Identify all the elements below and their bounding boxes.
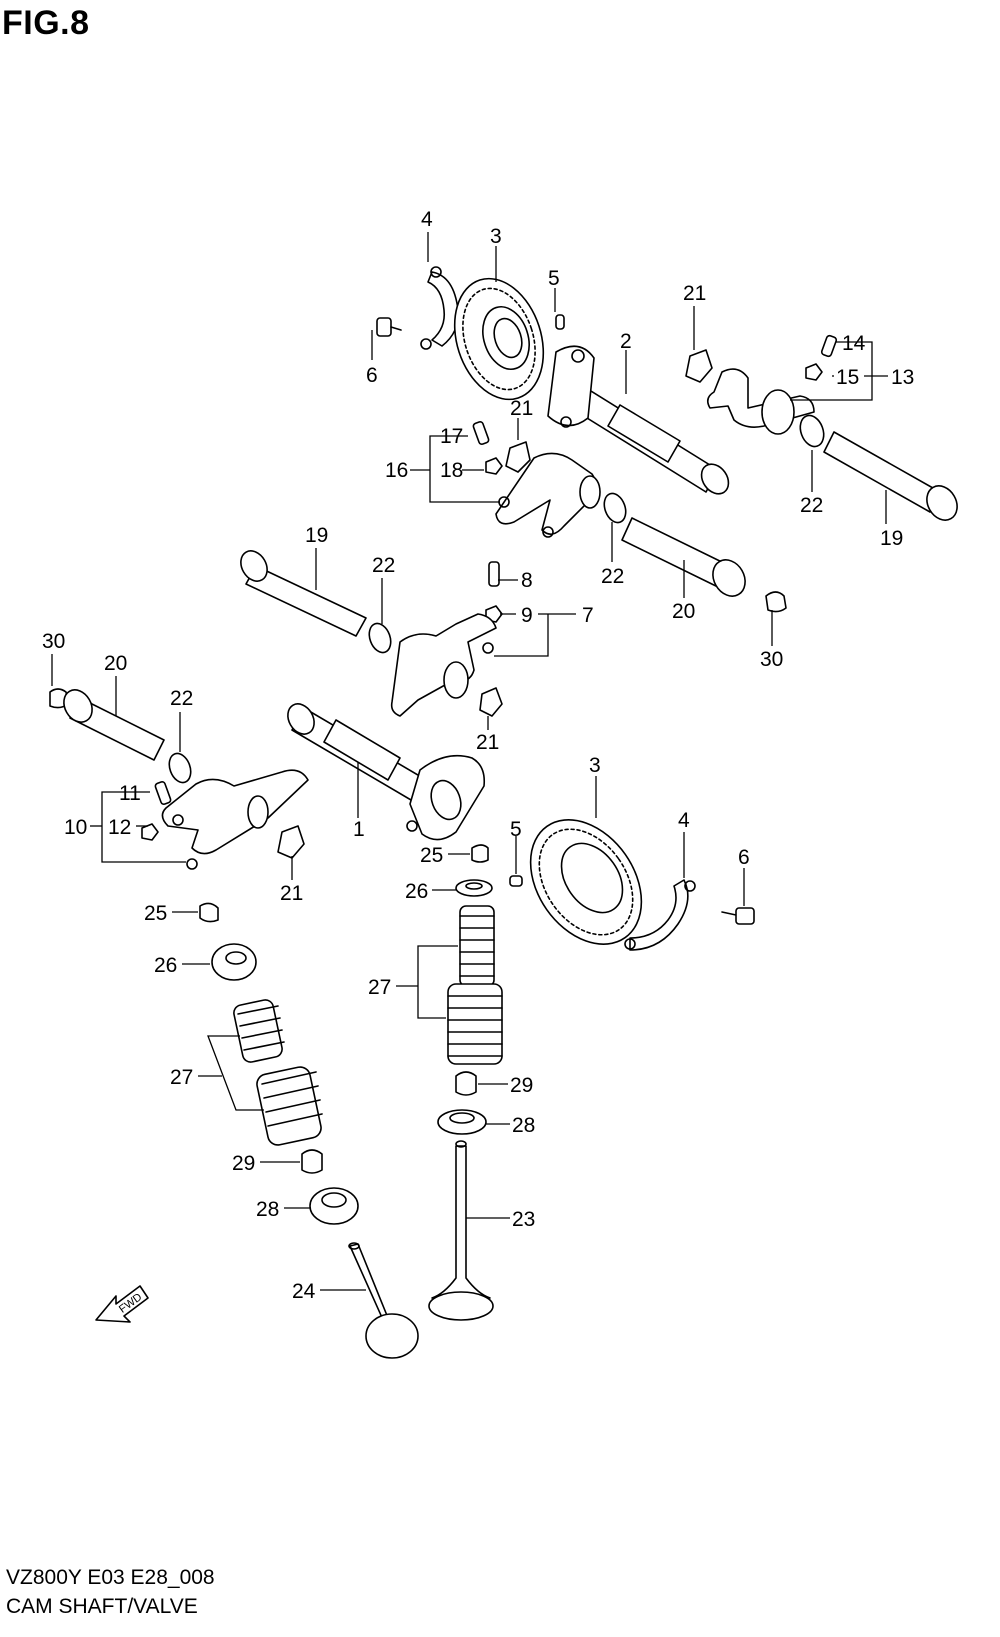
callout-14: 14 [842, 332, 866, 355]
bolt-part-6-lower [721, 907, 755, 925]
cap-part-21-lower [277, 825, 305, 859]
rocker-arm-part-16 [472, 420, 601, 538]
callout-7: 7 [582, 604, 594, 627]
callout-5-upper: 5 [548, 267, 560, 290]
callout-30-left: 30 [42, 630, 65, 653]
callout-9: 9 [521, 604, 533, 627]
callout-22-left: 22 [170, 687, 193, 710]
callout-13: 13 [891, 366, 914, 389]
camshaft-part-2 [547, 345, 730, 495]
callout-8: 8 [521, 569, 533, 592]
callout-29-left: 29 [232, 1152, 255, 1175]
callout-10: 10 [64, 816, 87, 839]
callout-19-upper-right: 19 [880, 527, 903, 550]
valve-springs-part-27-right [447, 905, 503, 1065]
callout-22-mid: 22 [372, 554, 395, 577]
callout-27-left: 27 [170, 1066, 193, 1089]
spring-seat-part-28-left [309, 1187, 359, 1225]
callout-3-lower: 3 [589, 754, 601, 777]
callout-28-left: 28 [256, 1198, 279, 1221]
washer-part-22-upper-right [799, 414, 825, 448]
callout-19-left: 19 [305, 524, 328, 547]
callout-27-right: 27 [368, 976, 391, 999]
callout-30-right: 30 [760, 648, 783, 671]
footer-model-code: VZ800Y E03 E28_008 [6, 1566, 215, 1589]
spring-retainer-part-26-right [455, 879, 493, 897]
retainer-part-4-upper [420, 266, 459, 350]
cap-part-21-mid [479, 687, 503, 717]
forward-direction-arrow: FWD [95, 1285, 149, 1323]
callout-26-left: 26 [154, 954, 177, 977]
callout-21-upper-right: 21 [683, 282, 706, 305]
spring-seat-part-28-right [437, 1109, 487, 1135]
spring-retainer-part-26-left [211, 943, 257, 981]
callout-21-mid: 21 [476, 731, 499, 754]
callout-22-upper-right: 22 [800, 494, 823, 517]
exhaust-valve-part-23 [428, 1140, 494, 1321]
callout-20-left: 20 [104, 652, 127, 675]
washer-part-22-left [168, 752, 192, 784]
plug-part-30-right [765, 591, 787, 613]
callout-28-right: 28 [512, 1114, 535, 1137]
cap-part-21-upper-right [685, 349, 713, 383]
cap-part-21-upper-mid [505, 441, 531, 473]
callout-29-right: 29 [510, 1074, 533, 1097]
callout-2: 2 [620, 330, 632, 353]
rocker-shaft-part-20-left [63, 689, 165, 761]
callout-24: 24 [292, 1280, 316, 1303]
rocker-shaft-part-19-upper-right [823, 431, 958, 521]
callout-18: 18 [440, 459, 463, 482]
callout-23: 23 [512, 1208, 535, 1231]
callout-26-right: 26 [405, 880, 428, 903]
footer-figure-name: CAM SHAFT/VALVE [6, 1595, 198, 1618]
washer-part-22-mid [368, 622, 392, 654]
callout-21-lower: 21 [280, 882, 303, 905]
callout-labels: 4 3 5 21 14 15 13 6 2 17 21 16 18 22 19 … [42, 208, 914, 1303]
callout-21-upper-mid: 21 [510, 397, 533, 420]
callout-25-left: 25 [144, 902, 167, 925]
valve-springs-part-27-left [233, 999, 323, 1146]
bolt-part-6-upper [376, 317, 402, 337]
retainer-part-4-lower [624, 879, 696, 951]
rocker-arm-part-10 [141, 769, 309, 870]
callout-11: 11 [119, 782, 141, 805]
leader-lines [51, 232, 888, 1291]
callout-15: 15 [836, 366, 859, 389]
cotter-part-25-right [471, 844, 489, 863]
callout-22-upper-mid: 22 [601, 565, 624, 588]
callout-25-right: 25 [420, 844, 443, 867]
callout-4-upper: 4 [421, 208, 433, 231]
rocker-shaft-part-19-left [240, 550, 367, 637]
callout-5-lower: 5 [510, 818, 522, 841]
callout-6-lower: 6 [738, 846, 750, 869]
cam-sprocket-part-3-upper [453, 277, 545, 401]
callout-6-upper: 6 [366, 364, 378, 387]
seal-part-29-right [455, 1071, 477, 1096]
washer-part-22-upper-mid [603, 492, 627, 524]
callout-3-upper: 3 [490, 225, 502, 248]
camshaft-part-1 [287, 703, 486, 841]
dowel-pin-part-5-upper [555, 314, 565, 330]
rocker-shaft-part-20-upper [621, 517, 746, 597]
rocker-arm-part-7 [390, 561, 503, 717]
callout-4-lower: 4 [678, 809, 690, 832]
intake-valve-part-24 [348, 1242, 419, 1359]
seal-part-29-left [301, 1149, 323, 1174]
callout-17: 17 [440, 425, 463, 448]
cam-sprocket-part-3-lower [529, 819, 643, 945]
callout-20-upper: 20 [672, 600, 695, 623]
callout-1: 1 [353, 818, 365, 841]
callout-16: 16 [385, 459, 408, 482]
rocker-arm-part-13 [706, 334, 838, 435]
cotter-part-25-left [199, 902, 219, 923]
dowel-pin-part-5-lower [509, 875, 523, 887]
callout-12: 12 [108, 816, 131, 839]
figure-title: FIG.8 [2, 4, 90, 42]
